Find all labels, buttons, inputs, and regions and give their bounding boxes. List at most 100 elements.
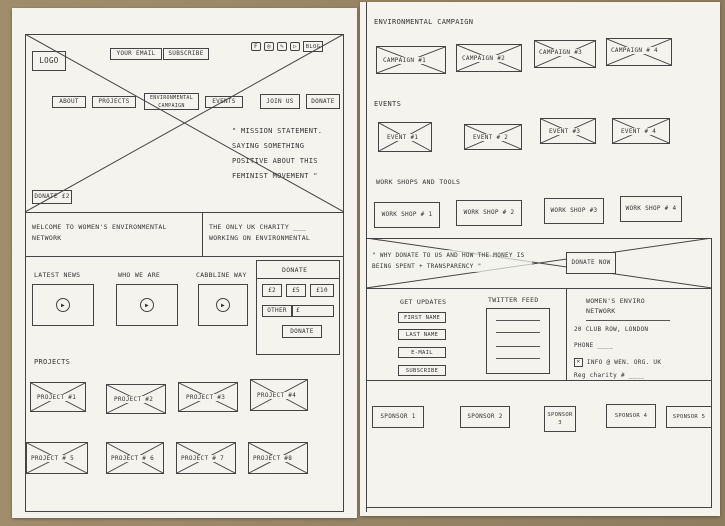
- charity-text: THE ONLY UK CHARITY ___ WORKING ON ENVIR…: [209, 223, 311, 242]
- event-card[interactable]: EVENT # 2: [464, 124, 522, 150]
- project-label: PROJECT #3: [186, 394, 226, 401]
- welcome-text: WELCOME TO WOMEN'S ENVIRONMENTAL NETWORK: [32, 223, 167, 242]
- projects-title: PROJECTS: [34, 358, 71, 366]
- event-label: EVENT # 4: [621, 128, 657, 135]
- project-label: PROJECT #4: [257, 392, 297, 399]
- campaign-card[interactable]: CAMPAIGN # 4: [606, 38, 672, 66]
- sponsor-card[interactable]: SPONSOR 2: [460, 406, 510, 428]
- phone: PHONE ____: [574, 342, 614, 349]
- divider: [256, 278, 340, 279]
- campaign-label: CAMPAIGN #3: [539, 49, 583, 56]
- donate-now-button[interactable]: DONATE NOW: [566, 252, 616, 274]
- latest-news-video[interactable]: ▶: [32, 284, 94, 326]
- event-label: EVENT # 2: [473, 134, 509, 141]
- donate-2-button[interactable]: DONATE £2: [32, 190, 72, 204]
- divider: [566, 288, 567, 380]
- amount-10-button[interactable]: £10: [310, 284, 334, 297]
- campaign-label: CAMPAIGN #1: [383, 57, 427, 64]
- events-title: EVENTS: [374, 100, 402, 108]
- campaign-card[interactable]: CAMPAIGN #1: [376, 46, 446, 74]
- logo[interactable]: LOGO: [32, 51, 66, 71]
- workshop-card[interactable]: WORK SHOP # 4: [620, 196, 682, 222]
- project-card[interactable]: PROJECT #4: [250, 379, 308, 411]
- latest-news-title: LATEST NEWS: [34, 271, 81, 279]
- charity-number: Reg charity # ____: [574, 372, 645, 379]
- cabbline-way-title: CABBLINE WAY: [196, 271, 247, 279]
- mission-statement: " MISSION STATEMENT. SAYING SOMETHING PO…: [232, 127, 323, 180]
- sponsor-card[interactable]: SPONSOR 4: [606, 404, 656, 428]
- project-card[interactable]: PROJECT #8: [248, 442, 308, 474]
- event-card[interactable]: EVENT #3: [540, 118, 596, 144]
- why-donate-banner: [366, 238, 712, 288]
- divider: [25, 212, 344, 213]
- twitter-feed[interactable]: [486, 308, 550, 374]
- twitter-feed-title: TWITTER FEED: [488, 296, 539, 304]
- sponsor-card[interactable]: SPONSOR 3: [544, 406, 576, 432]
- subscribe-button[interactable]: SUBSCRIBE: [398, 365, 446, 376]
- divider: [366, 380, 712, 381]
- tweet-line: [496, 320, 540, 321]
- tweet-line: [496, 358, 540, 359]
- twitter-icon[interactable]: ✎: [277, 42, 287, 51]
- event-card[interactable]: EVENT # 4: [612, 118, 670, 144]
- last-name-input[interactable]: LAST NAME: [398, 329, 446, 340]
- subscribe-button[interactable]: SUBSCRIBE: [163, 48, 209, 60]
- workshop-card[interactable]: WORK SHOP #3: [544, 198, 604, 224]
- project-label: PROJECT # 5: [31, 455, 75, 462]
- who-we-are-title: WHO WE ARE: [118, 271, 161, 279]
- contact-email: ✕ INFO @ WEN. ORG. UK: [574, 358, 661, 367]
- hero-image-placeholder: [25, 34, 344, 212]
- wireframe-sheet-right: ENVIRONMENTAL CAMPAIGN CAMPAIGN #1 CAMPA…: [360, 2, 720, 516]
- other-amount-label: OTHER: [262, 305, 292, 317]
- nav-donate[interactable]: DONATE: [306, 94, 340, 109]
- play-icon: ▶: [216, 298, 230, 312]
- amount-2-button[interactable]: £2: [262, 284, 282, 297]
- tweet-line: [496, 346, 540, 347]
- page-frame-left: [25, 34, 344, 512]
- campaign-card[interactable]: CAMPAIGN #2: [456, 44, 522, 72]
- project-card[interactable]: PROJECT #1: [30, 382, 86, 412]
- nav-join-us[interactable]: JOIN US: [260, 94, 300, 109]
- project-label: PROJECT #2: [114, 396, 154, 403]
- campaigns-title: ENVIRONMENTAL CAMPAIGN: [374, 18, 474, 26]
- donate-panel: [256, 260, 340, 355]
- instagram-icon[interactable]: ◎: [264, 42, 274, 51]
- cabbline-way-video[interactable]: ▶: [198, 284, 248, 326]
- event-card[interactable]: EVENT #1: [378, 122, 432, 152]
- nav-projects[interactable]: PROJECTS: [92, 96, 136, 108]
- nav-events[interactable]: EVENTS: [205, 96, 243, 108]
- page-frame-bottom: [366, 238, 712, 508]
- blog-button[interactable]: BLOG: [303, 41, 323, 52]
- email-input[interactable]: E-MAIL: [398, 347, 446, 358]
- address: 20 CLUB ROW, LONDON: [574, 326, 649, 333]
- project-label: PROJECT # 7: [181, 455, 225, 462]
- facebook-icon[interactable]: f: [251, 42, 261, 51]
- campaign-card[interactable]: CAMPAIGN #3: [534, 40, 596, 68]
- who-we-are-video[interactable]: ▶: [116, 284, 178, 326]
- workshop-card[interactable]: WORK SHOP # 1: [374, 202, 440, 228]
- project-card[interactable]: PROJECT # 6: [106, 442, 164, 474]
- nav-environmental-campaign[interactable]: ENVIRONMENTAL CAMPAIGN: [144, 93, 199, 110]
- nav-about[interactable]: ABOUT: [52, 96, 86, 108]
- other-amount-input[interactable]: £: [292, 305, 334, 317]
- campaign-label: CAMPAIGN #2: [462, 55, 506, 62]
- divider: [25, 256, 344, 257]
- project-card[interactable]: PROJECT # 5: [26, 442, 88, 474]
- project-card[interactable]: PROJECT # 7: [176, 442, 236, 474]
- donate-panel-title: DONATE: [282, 266, 308, 274]
- first-name-input[interactable]: FIRST NAME: [398, 312, 446, 323]
- project-card[interactable]: PROJECT #2: [106, 384, 166, 414]
- play-icon: ▶: [56, 298, 70, 312]
- sponsor-card[interactable]: SPONSOR 1: [372, 406, 424, 428]
- donate-submit-button[interactable]: DONATE: [282, 325, 322, 338]
- amount-5-button[interactable]: £5: [286, 284, 306, 297]
- email-input[interactable]: YOUR EMAIL: [110, 48, 162, 60]
- campaign-label: CAMPAIGN # 4: [611, 47, 658, 54]
- event-label: EVENT #3: [549, 128, 581, 135]
- sponsor-card[interactable]: SPONSOR 5: [666, 406, 712, 428]
- project-card[interactable]: PROJECT #3: [178, 382, 238, 412]
- project-label: PROJECT #8: [253, 455, 293, 462]
- youtube-icon[interactable]: ▷: [290, 42, 300, 51]
- workshop-card[interactable]: WORK SHOP # 2: [456, 200, 522, 226]
